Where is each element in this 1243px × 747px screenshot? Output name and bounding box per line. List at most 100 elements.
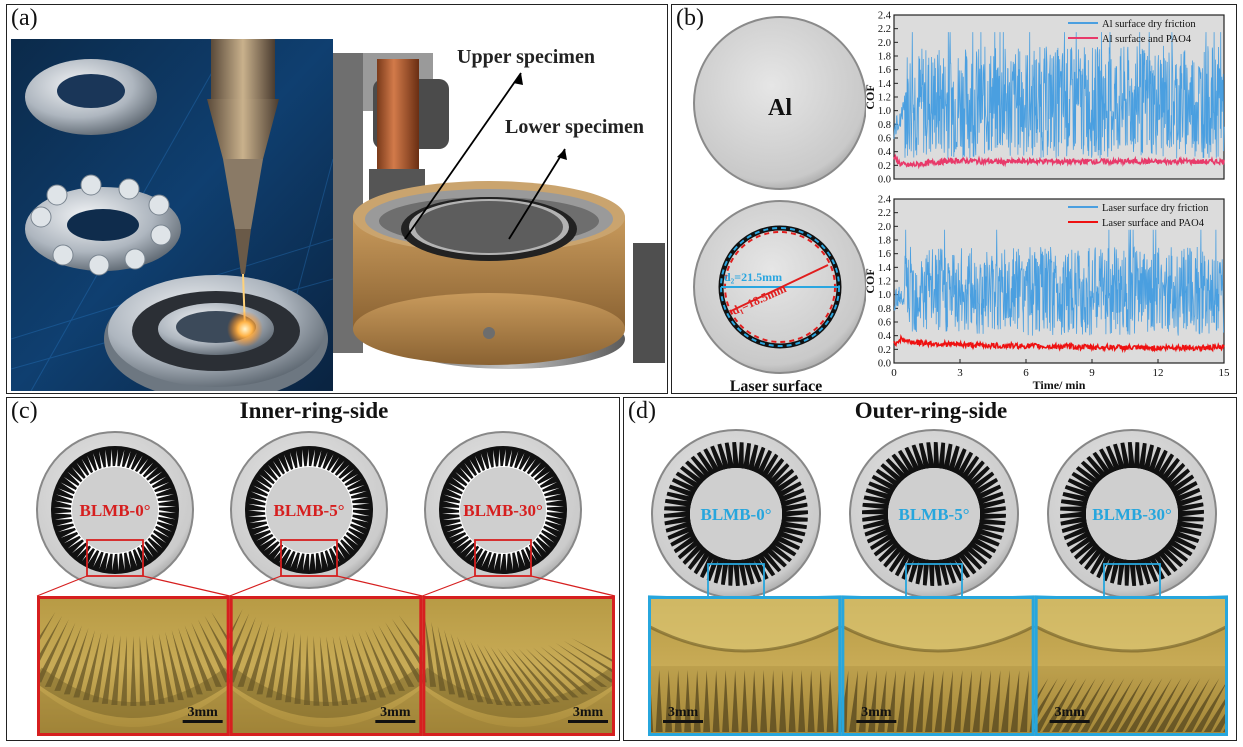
disk-label: BLMB-5° — [273, 501, 344, 520]
texture-spikes — [1034, 678, 1228, 732]
scale-bar-label: 3mm — [1055, 705, 1086, 720]
zoom-region — [474, 539, 532, 577]
micrograph-frame — [1034, 596, 1228, 736]
y-tick-label: 1.0 — [878, 106, 891, 117]
y-tick-label: 0.8 — [878, 304, 891, 315]
micrograph-frame — [229, 596, 423, 736]
panel-d-title: Outer-ring-side — [854, 398, 1008, 423]
y-tick-label: 0.6 — [878, 134, 891, 145]
disk-label: BLMB-30° — [463, 501, 543, 520]
micrograph — [841, 596, 1035, 736]
y-tick-label: 1.0 — [878, 290, 891, 301]
scale-bar — [1049, 720, 1090, 723]
al-disk-label: Al — [768, 95, 792, 121]
texture-spikes — [422, 617, 616, 706]
y-tick-label: 0.6 — [878, 318, 891, 329]
x-tick-label: 9 — [1089, 367, 1095, 379]
y-axis-label: COF — [864, 268, 877, 293]
y-tick-label: 2.4 — [878, 11, 892, 22]
panel-b-label: (b) — [676, 5, 704, 31]
series-line — [893, 32, 1225, 159]
y-tick-label: 1.8 — [878, 52, 891, 63]
panel-a-label: (a) — [11, 5, 38, 31]
series-line — [893, 153, 1225, 170]
y-tick-label: 2.4 — [878, 195, 892, 206]
series-line — [893, 334, 1225, 354]
y-tick-label: 0.2 — [878, 345, 891, 356]
y-tick-label: 0.4 — [878, 331, 892, 342]
lower-specimen-label: Lower specimen — [505, 116, 644, 138]
y-tick-label: 1.6 — [878, 65, 891, 76]
panel-c: (c) Inner-ring-side BLMB-0°BLMB-5°BLMB-3… — [6, 397, 620, 741]
inner-ring-disks: BLMB-0° BLMB-5° BLMB-30° — [36, 431, 582, 589]
panel-a: (a) — [6, 4, 668, 394]
y-tick-label: 2.0 — [878, 222, 891, 233]
legend-label: Laser surface dry friction — [1102, 203, 1209, 214]
tribometer-schematic: Upper specimen Lower specimen — [333, 39, 665, 391]
scale-bar-label: 3mm — [380, 705, 411, 720]
texture-spikes — [37, 611, 230, 706]
y-tick-label: 0.0 — [878, 359, 891, 370]
y-tick-label: 0.0 — [878, 175, 891, 186]
y-tick-label: 1.2 — [878, 93, 891, 104]
micrograph-frame — [841, 596, 1035, 736]
scale-bar — [182, 720, 223, 723]
y-tick-label: 1.6 — [878, 249, 891, 260]
panel-c-title: Inner-ring-side — [239, 398, 389, 423]
d2-label: d₂=21.5mm — [724, 270, 782, 284]
micrograph — [1034, 596, 1228, 736]
outer-ring-disks: BLMB-0° BLMB-5° BLMB-30° — [651, 429, 1217, 599]
micrograph-frame — [422, 596, 616, 736]
y-tick-label: 0.8 — [878, 120, 891, 131]
scale-bar — [568, 720, 608, 723]
y-tick-label: 2.2 — [878, 208, 891, 219]
y-tick-label: 1.2 — [878, 277, 891, 288]
texture-spikes — [841, 670, 1035, 732]
micrograph — [229, 596, 423, 736]
laser-surface-caption: Laser surface — [730, 378, 823, 391]
disk-label: BLMB-0° — [79, 501, 150, 520]
panel-b: (b) Al d₂=21.5mm d₁=18.5mm Laser surface… — [671, 4, 1237, 394]
y-tick-label: 0.2 — [878, 161, 891, 172]
series-line — [893, 229, 1225, 336]
disk-diagrams: Al d₂=21.5mm d₁=18.5mm Laser surface — [693, 16, 866, 391]
scale-bar — [375, 720, 416, 723]
legend-label: Al surface dry friction — [1102, 19, 1196, 30]
x-tick-label: 3 — [957, 367, 963, 379]
x-axis-label: Time/ min — [1033, 378, 1086, 392]
y-tick-label: 0.4 — [878, 147, 892, 158]
cof-charts: 0.0 0.2 0.4 0.6 0.8 1.0 1.2 1.4 1.6 1.8 2.0 2.2 2.4C… — [864, 11, 1231, 393]
zoom-region — [280, 539, 338, 577]
y-tick-label: 1.4 — [878, 263, 892, 274]
scale-bar-label: 3mm — [573, 705, 604, 720]
disk-label: BLMB-0° — [700, 505, 771, 524]
x-tick-label: 6 — [1023, 367, 1029, 379]
laser-bearing-illustration — [11, 39, 333, 391]
legend-label: Al surface and PAO4 — [1102, 34, 1192, 45]
legend-label: Laser surface and PAO4 — [1102, 218, 1205, 229]
scale-bar — [856, 720, 897, 723]
panel-d-label: (d) — [628, 398, 656, 424]
texture-spikes — [229, 609, 423, 706]
scale-bar-label: 3mm — [188, 705, 219, 720]
al-disk — [693, 16, 866, 190]
inner-ring-micrographs: 3mm 3mm 3mm — [37, 596, 616, 736]
y-tick-label: 1.4 — [878, 79, 892, 90]
micrograph — [422, 596, 616, 736]
x-tick-label: 12 — [1153, 367, 1164, 379]
x-tick-label: 0 — [891, 367, 897, 379]
x-tick-label: 15 — [1219, 367, 1231, 379]
y-tick-label: 2.2 — [878, 24, 891, 35]
micrograph-frame — [648, 596, 842, 736]
disk-label: BLMB-30° — [1092, 505, 1172, 524]
micrograph-frame — [37, 596, 230, 736]
texture-spikes — [648, 670, 842, 732]
upper-specimen-label: Upper specimen — [457, 46, 595, 68]
disk-label: BLMB-5° — [898, 505, 969, 524]
y-tick-label: 1.8 — [878, 236, 891, 247]
scale-bar-label: 3mm — [668, 705, 699, 720]
micrograph — [37, 596, 230, 736]
micrograph-strip: 3mm 3mm 3mm — [37, 596, 616, 736]
